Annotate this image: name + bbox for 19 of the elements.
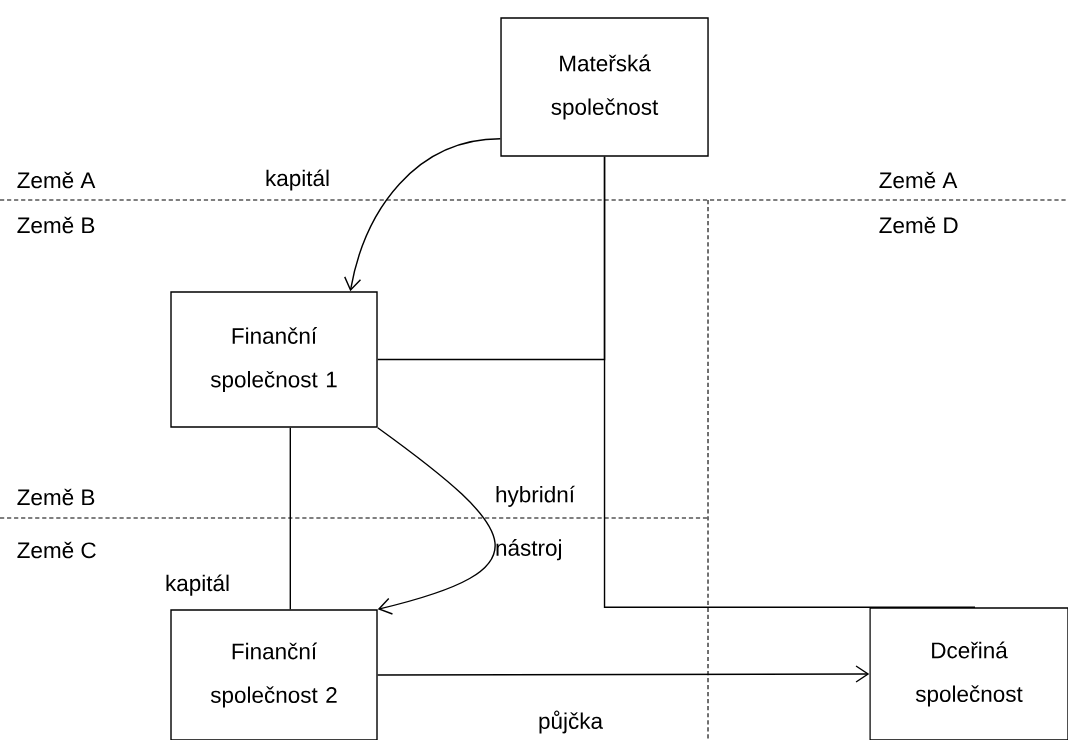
company-box: Finanční společnost 2 [170, 609, 378, 740]
country-label: Země C [17, 541, 96, 559]
edge-label: kapitál [266, 169, 329, 191]
company-box: Mateřská společnost [500, 17, 709, 157]
arrow [344, 138, 502, 292]
company-box: Finanční společnost 1 [170, 291, 378, 428]
company-box: Dceřiná společnost [869, 607, 1068, 740]
arrow [377, 427, 496, 615]
edge-label: hybridní nástroj [496, 485, 575, 561]
edge-label: půjčka [539, 710, 603, 734]
country-label: Země D [879, 216, 958, 234]
connector-line [289, 427, 291, 610]
edge-label: kapitál [166, 574, 229, 596]
country-label: Země B [17, 488, 95, 506]
arrow [377, 665, 870, 683]
country-label: Země A [17, 171, 96, 189]
country-label: Země B [17, 216, 95, 234]
connector-line [603, 156, 976, 608]
country-label: Země A [879, 171, 958, 189]
